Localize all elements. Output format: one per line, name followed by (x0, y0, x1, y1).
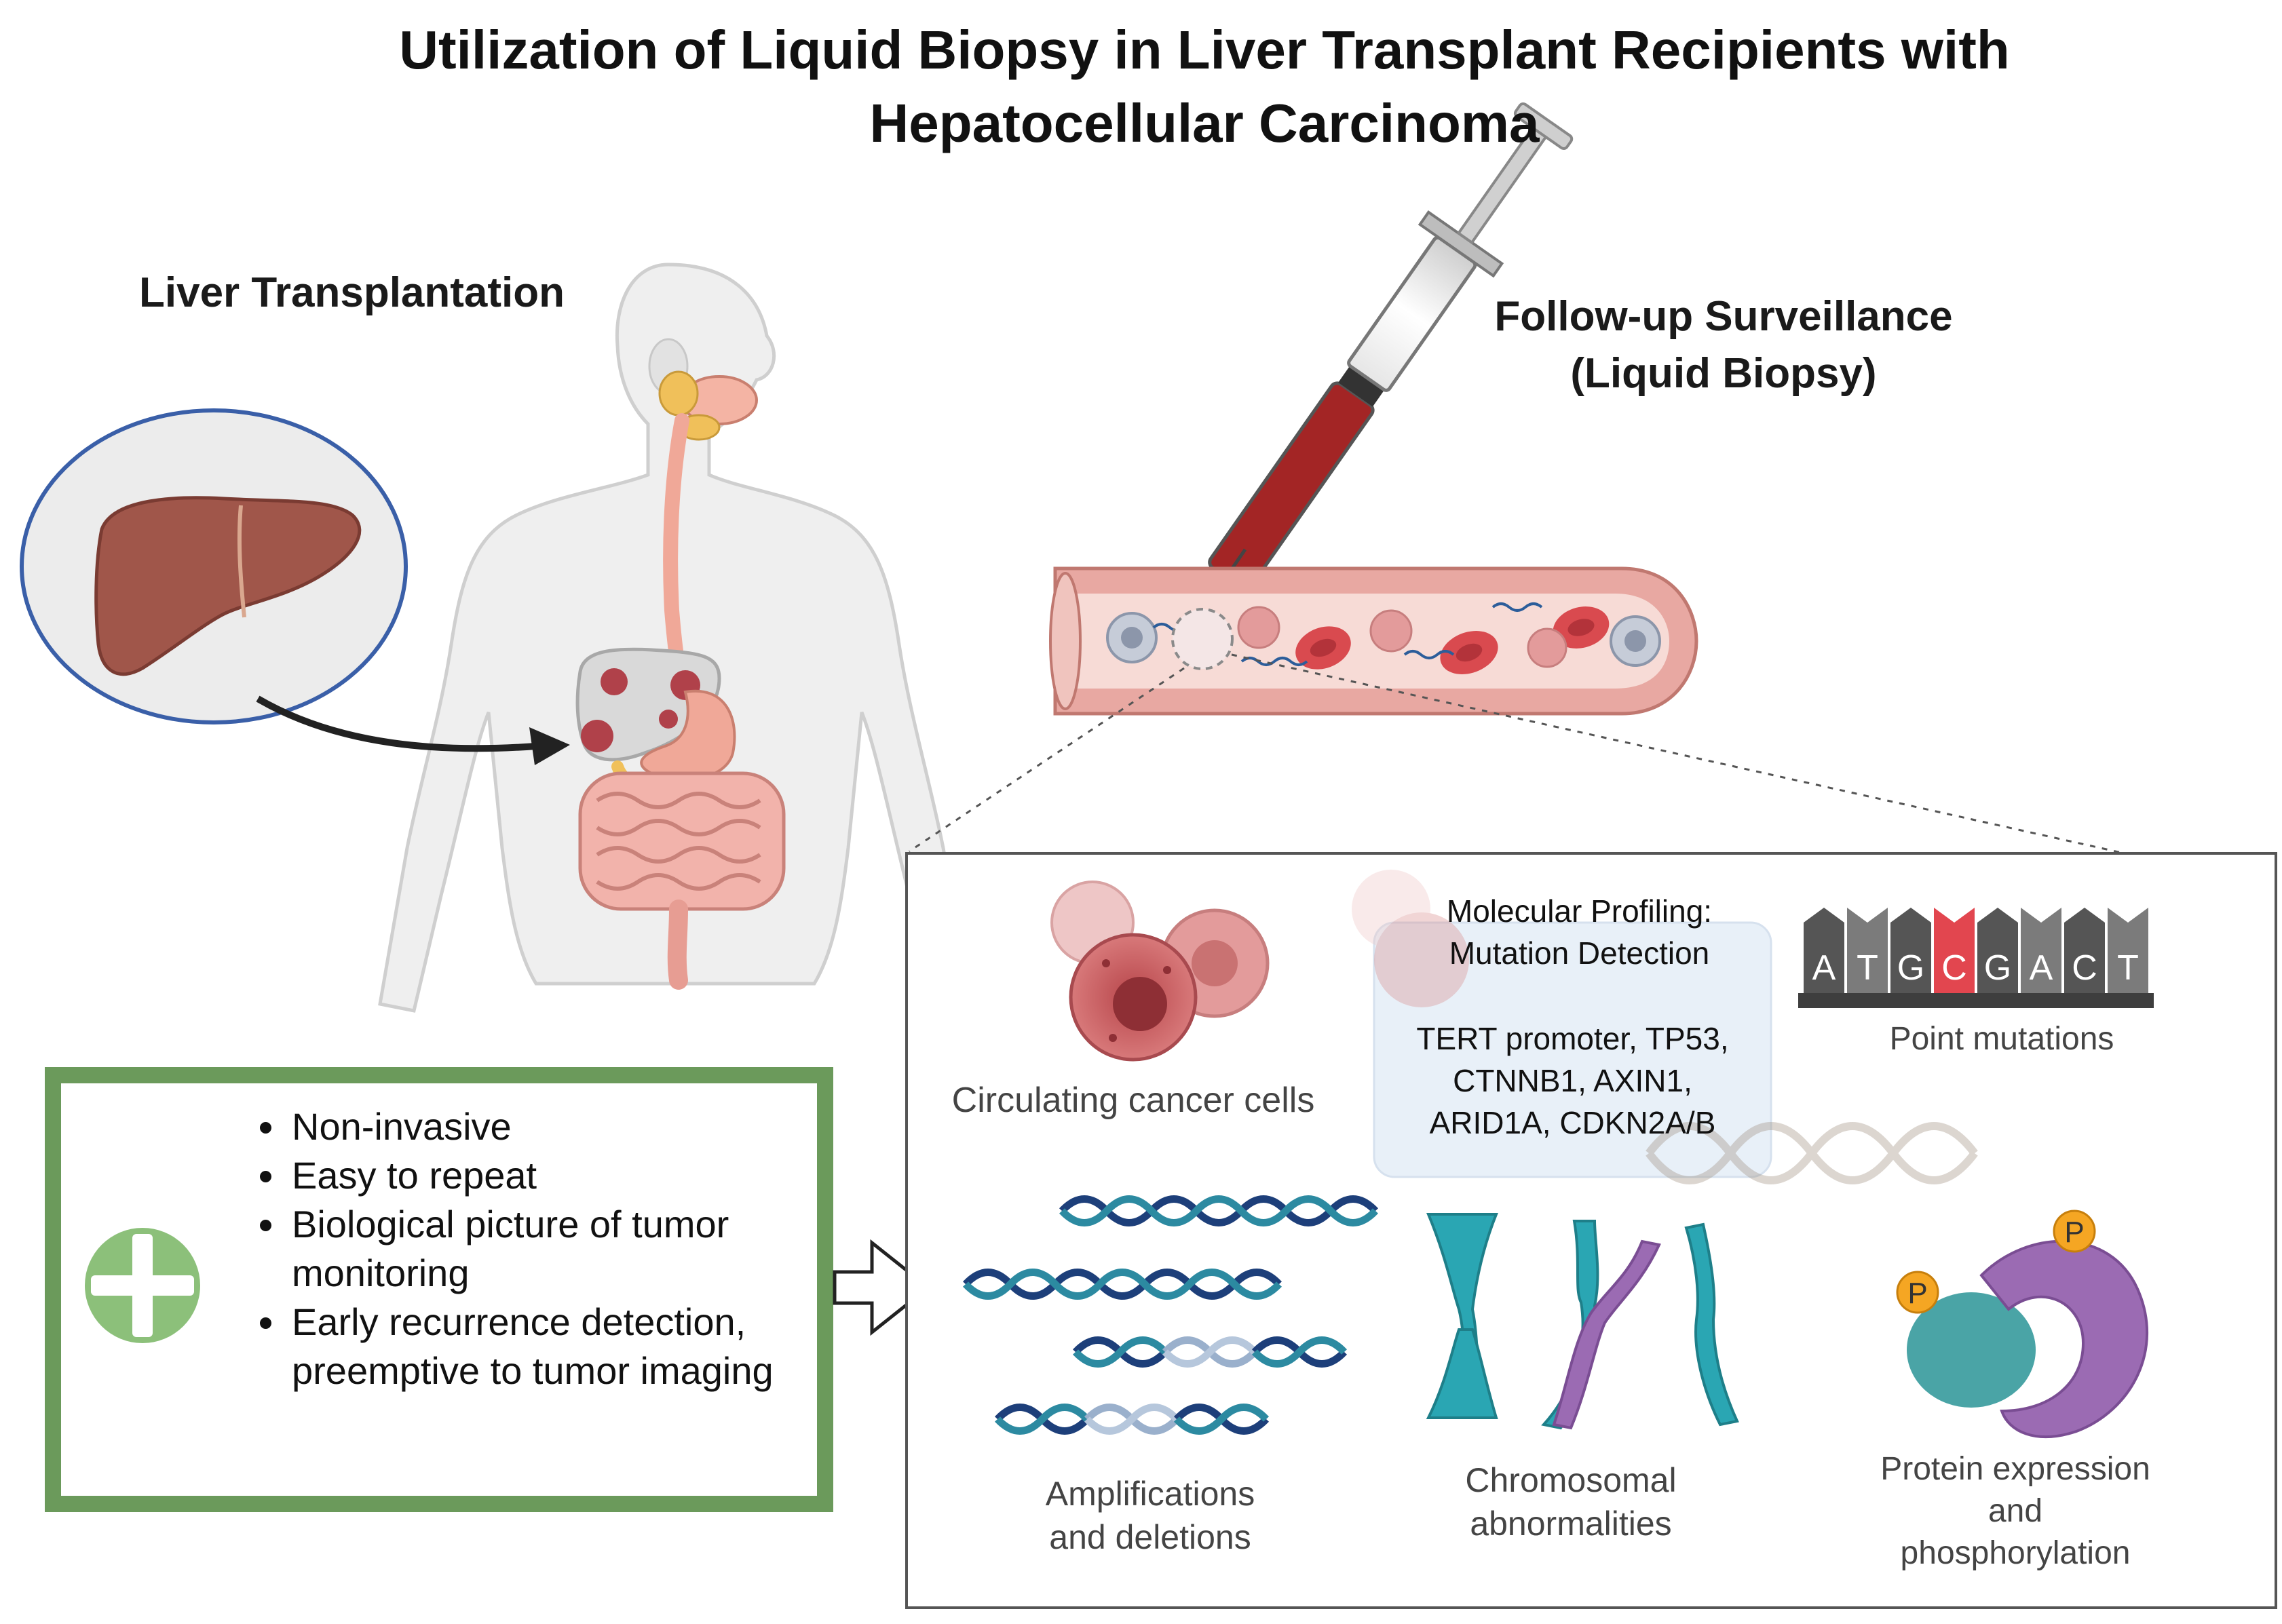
dna-backbone (1798, 993, 2154, 1008)
chromosomal-label: Chromosomal abnormalities (1364, 1458, 1778, 1545)
chromosomal-line-2: abnormalities (1470, 1505, 1672, 1543)
faded-dna-icon (1646, 1122, 1978, 1184)
dna-base-letter: G (1897, 948, 1924, 988)
protein-line-1: Protein expression (1880, 1451, 2150, 1487)
protein-label: Protein expression and phosphorylation (1791, 1448, 2239, 1574)
phospho-label-left: P (1907, 1277, 1927, 1310)
gene-line-1: TERT promoter, TP53, (1416, 1021, 1729, 1056)
dna-base-letter: C (1941, 948, 1967, 988)
dna-base-block (2021, 908, 2061, 993)
title-line-1: Utilization of Liquid Biopsy in Liver Tr… (399, 20, 2010, 80)
molecular-profiling-title: Molecular Profiling: Mutation Detection (1381, 890, 1778, 974)
dna-base-block (1804, 908, 1844, 993)
dna-base-block (2064, 908, 2105, 993)
amplifications-label: Amplifications and deletions (943, 1472, 1357, 1559)
dna-base-block (2108, 908, 2148, 993)
dna-base-letter: A (2030, 948, 2053, 988)
gene-line-3: ARID1A, CDKN2A/B (1429, 1105, 1716, 1140)
dna-base-letter: A (1812, 948, 1836, 988)
benefits-arrow-icon (833, 1239, 932, 1336)
chromosomes-icon (1426, 1213, 1739, 1430)
protein-line-3: phosphorylation (1900, 1535, 2131, 1571)
amplifications-dna-icon (963, 1195, 1378, 1435)
faded-cells-icon (1352, 870, 1469, 1007)
zoom-line-left (909, 667, 1185, 853)
benefit-item: Biological picture of tumor monitoring (288, 1200, 844, 1298)
point-mutations-label: Point mutations (1889, 1021, 2114, 1057)
blood-cells (1106, 602, 1661, 674)
title-line-2: Hepatocellular Carcinoma (869, 93, 1540, 153)
dna-base-letter: C (2072, 948, 2097, 988)
mp-title-line-1: Molecular Profiling: (1446, 893, 1713, 929)
dna-base-block (1977, 908, 2018, 993)
benefit-item: Early recurrence detection, preemptive t… (288, 1298, 844, 1395)
circulating-cells-label: Circulating cancer cells (951, 1081, 1315, 1120)
mp-title-line-2: Mutation Detection (1449, 935, 1710, 971)
transplant-arrowhead (529, 727, 570, 765)
dna-base-letter: G (1984, 948, 2011, 988)
circulating-cancer-cells-icon (1050, 881, 1270, 1062)
dna-base-block (1847, 908, 1888, 993)
page-title: Utilization of Liquid Biopsy in Liver Tr… (204, 14, 2205, 160)
transplant-arrow (256, 695, 537, 752)
gene-list: TERT promoter, TP53, CTNNB1, AXIN1, ARID… (1374, 1018, 1771, 1144)
protein-icon: P P (1896, 1210, 2149, 1438)
amplifications-line-1: Amplifications (1045, 1475, 1255, 1513)
amplifications-line-2: and deletions (1049, 1518, 1251, 1556)
molecular-profiling-box (1373, 921, 1772, 1178)
phospho-badge-left (1896, 1271, 1939, 1314)
zoom-line-right (1231, 653, 2223, 876)
surveillance-label: Follow-up Surveillance (Liquid Biopsy) (1459, 288, 1988, 402)
oral-cavity-icon (658, 370, 758, 441)
benefit-item: Easy to repeat (288, 1151, 844, 1200)
dna-base-block (1890, 908, 1931, 993)
dna-base-block (1934, 908, 1975, 993)
sampled-cell-circle (1171, 608, 1234, 670)
benefit-item: Non-invasive (288, 1102, 844, 1151)
phospho-badge-right (2053, 1210, 2096, 1253)
phospho-label-right: P (2064, 1216, 2084, 1249)
liver-transplantation-label: Liver Transplantation (139, 269, 565, 316)
dna-base-letter: T (1857, 948, 1878, 988)
protein-line-2: and (1988, 1493, 2043, 1529)
surveillance-line-2: (Liquid Biopsy) (1570, 350, 1877, 397)
gene-line-2: CTNNB1, AXIN1, (1453, 1063, 1692, 1098)
dna-base-letter: T (2117, 948, 2139, 988)
liver-zoom-circle (20, 408, 408, 724)
chromosomal-line-1: Chromosomal (1465, 1461, 1677, 1499)
surveillance-line-1: Follow-up Surveillance (1494, 293, 1953, 340)
benefits-list: Non-invasive Easy to repeat Biological p… (251, 1102, 844, 1395)
intestines-icon (578, 771, 786, 990)
